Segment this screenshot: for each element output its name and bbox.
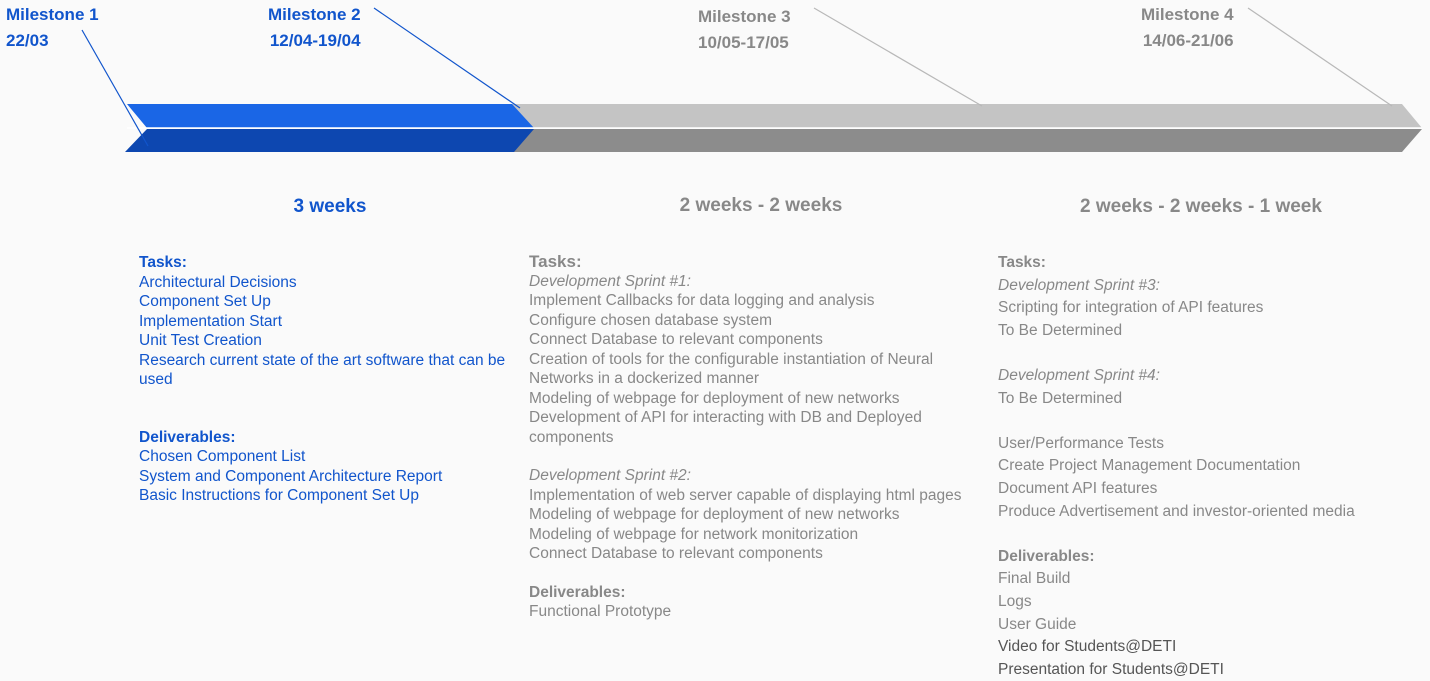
timeline-pending-bottom — [510, 129, 1422, 152]
sprint-3-task: To Be Determined — [998, 321, 1123, 339]
phase-3-task: User/Performance Tests — [998, 434, 1164, 452]
milestone-1-callout — [81, 29, 149, 147]
sprint-2-task: Modeling of webpage for deployment of ne… — [529, 506, 900, 523]
phase-1-details: Tasks: Architectural Decisions Component… — [139, 253, 524, 506]
timeline-pending-top — [510, 104, 1422, 128]
phase-3-deliverables-heading: Deliverables: — [998, 547, 1095, 565]
phase-2-details: Tasks: Development Sprint #1: Implement … — [529, 252, 984, 622]
phase-3-deliverable: Logs — [998, 592, 1032, 610]
milestone-2: Milestone 2 12/04-19/04 — [268, 2, 361, 54]
phase-1-task: Unit Test Creation — [139, 332, 262, 349]
phase-3-duration: 2 weeks - 2 weeks - 1 week — [1080, 196, 1322, 217]
phase-1-tasks-heading: Tasks: — [139, 254, 187, 271]
sprint-4-title: Development Sprint #4: — [998, 366, 1160, 384]
sprint-2-task: Modeling of webpage for network monitori… — [529, 525, 859, 543]
sprint-1-task: Development of API for interacting with … — [529, 409, 922, 446]
phase-3-task: Document API features — [998, 479, 1158, 497]
sprint-3-task: Scripting for integration of API feature… — [998, 299, 1264, 317]
phase-3-deliverable: Presentation for Students@DETI — [998, 660, 1224, 678]
sprint-4-task: To Be Determined — [998, 389, 1123, 407]
phase-2-deliverables-heading: Deliverables: — [529, 583, 626, 601]
phase-1-deliverables-heading: Deliverables: — [139, 428, 236, 446]
milestone-4-label: Milestone 4 — [1141, 5, 1234, 24]
sprint-1-task: Configure chosen database system — [529, 311, 772, 329]
sprint-1-task: Creation of tools for the configurable i… — [529, 350, 934, 388]
phase-1-task: Component Set Up — [139, 293, 271, 310]
phase-1-task: Research current state of the art softwa… — [139, 351, 506, 389]
milestone-4-callout — [1247, 7, 1393, 107]
phase-3-deliverable: Video for Students@DETI — [998, 638, 1177, 656]
milestone-4: Milestone 4 14/06-21/06 — [1141, 2, 1234, 54]
timeline-bar — [81, 7, 1422, 152]
sprint-2-task: Implementation of web server capable of … — [529, 486, 962, 504]
sprint-1-task: Modeling of webpage for deployment of ne… — [529, 389, 900, 407]
milestone-2-date: 12/04-19/04 — [269, 31, 361, 50]
milestone-3: Milestone 3 10/05-17/05 — [698, 4, 791, 56]
phase-3-task: Create Project Management Documentation — [998, 457, 1301, 475]
phase-2-duration: 2 weeks - 2 weeks — [679, 195, 843, 216]
milestone-2-callout — [373, 7, 521, 109]
phase-2-deliverable: Functional Prototype — [529, 603, 672, 620]
phase-1-duration: 3 weeks — [293, 196, 367, 217]
milestone-1-label: Milestone 1 — [6, 5, 99, 24]
phase-3-deliverable: Final Build — [998, 570, 1071, 588]
sprint-3-title: Development Sprint #3: — [998, 276, 1160, 294]
milestone-1: Milestone 1 22/03 — [6, 2, 99, 54]
milestone-4-date: 14/06-21/06 — [1142, 31, 1234, 50]
sprint-2-task: Connect Database to relevant components — [529, 545, 823, 562]
phase-1-deliverable: System and Component Architecture Report — [139, 467, 443, 485]
sprint-1-task: Implement Callbacks for data logging and… — [529, 292, 875, 309]
timeline-done-bottom — [125, 129, 534, 152]
phase-2-tasks-heading: Tasks: — [529, 252, 582, 271]
phase-1-task: Implementation Start — [139, 312, 283, 330]
phase-3-task: Produce Advertisement and investor-orien… — [998, 502, 1355, 520]
milestone-1-date: 22/03 — [6, 31, 49, 50]
phase-3-details: Tasks: Development Sprint #3: Scripting … — [998, 252, 1418, 681]
milestone-2-label: Milestone 2 — [268, 5, 361, 24]
timeline-done-top — [127, 104, 534, 128]
sprint-1-task: Connect Database to relevant components — [529, 331, 823, 348]
phase-1-deliverable: Basic Instructions for Component Set Up — [139, 487, 419, 504]
sprint-1-title: Development Sprint #1: — [529, 272, 691, 290]
phase-3-tasks-heading: Tasks: — [998, 254, 1046, 271]
phase-1-task: Architectural Decisions — [139, 273, 297, 291]
milestone-3-date: 10/05-17/05 — [698, 33, 789, 52]
sprint-2-title: Development Sprint #2: — [529, 467, 691, 484]
phase-1-deliverable: Chosen Component List — [139, 448, 306, 465]
milestone-3-label: Milestone 3 — [698, 7, 791, 26]
phase-3-deliverable: User Guide — [998, 615, 1077, 633]
milestone-3-callout — [813, 7, 983, 107]
